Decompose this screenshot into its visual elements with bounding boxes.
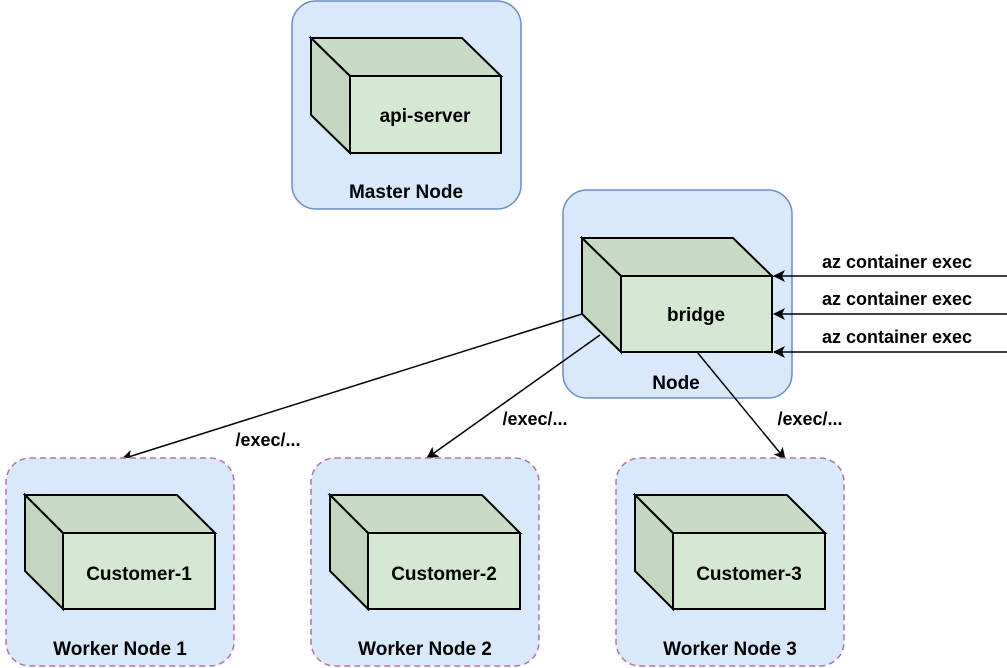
edge-label: /exec/... xyxy=(502,409,567,429)
bridge-label: bridge xyxy=(667,305,725,326)
edge-bridge-customer-1[interactable] xyxy=(121,313,583,462)
master-node-container[interactable]: api-server Master Node xyxy=(291,0,522,210)
incoming-label: az container exec xyxy=(822,289,972,309)
worker-node-1-label: Worker Node 1 xyxy=(53,639,187,660)
api-server-cube[interactable]: api-server xyxy=(308,35,504,156)
worker-node-1-container[interactable]: Customer-1 Worker Node 1 xyxy=(5,457,235,667)
customer-2-cube[interactable]: Customer-2 xyxy=(327,492,523,612)
api-server-label: api-server xyxy=(380,106,471,127)
node-label: Node xyxy=(652,373,700,394)
edge-label: /exec/... xyxy=(777,409,842,429)
worker-node-2-label: Worker Node 2 xyxy=(358,639,492,660)
customer-3-cube[interactable]: Customer-3 xyxy=(632,492,828,612)
worker-node-2-container[interactable]: Customer-2 Worker Node 2 xyxy=(310,457,540,667)
cube-front xyxy=(620,275,773,353)
exec-edges: /exec/... /exec/... /exec/... xyxy=(121,313,843,462)
master-node-label: Master Node xyxy=(349,182,463,203)
edge-bridge-customer-2[interactable] xyxy=(426,334,601,459)
customer-1-cube[interactable]: Customer-1 xyxy=(22,492,218,612)
cube-front xyxy=(349,75,502,154)
incoming-exec-arrows: az container exec az container exec az c… xyxy=(773,252,1007,358)
customer-2-label: Customer-2 xyxy=(391,564,497,585)
edge-label: /exec/... xyxy=(235,430,300,450)
cube-front xyxy=(367,532,521,610)
bridge-cube[interactable]: bridge xyxy=(579,235,775,355)
cube-front xyxy=(62,532,216,610)
customer-1-label: Customer-1 xyxy=(86,564,192,585)
customer-3-label: Customer-3 xyxy=(696,564,802,585)
node-container[interactable]: bridge Node xyxy=(562,189,793,399)
incoming-label: az container exec xyxy=(822,327,972,347)
edge-bridge-customer-3[interactable] xyxy=(696,351,786,460)
worker-node-3-label: Worker Node 3 xyxy=(663,639,797,660)
incoming-label: az container exec xyxy=(822,252,972,272)
worker-node-3-container[interactable]: Customer-3 Worker Node 3 xyxy=(615,457,845,667)
cube-front xyxy=(672,532,826,610)
